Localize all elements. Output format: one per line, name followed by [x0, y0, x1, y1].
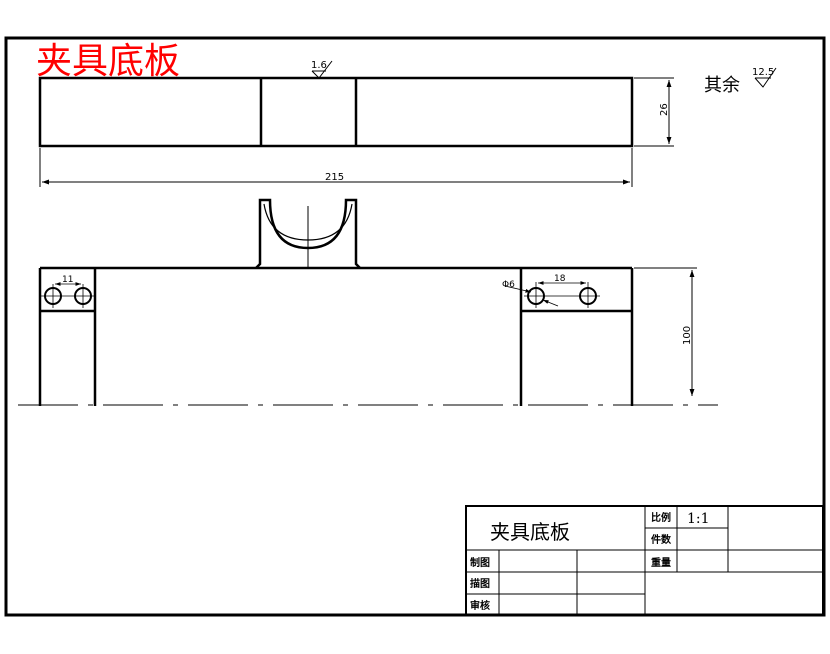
roughness-symbol-top: 1.6 — [311, 60, 333, 79]
dimension-text-215: 215 — [325, 172, 344, 183]
traced-by-label: 描图 — [470, 577, 490, 590]
drawn-by-label: 制图 — [470, 556, 490, 569]
drawing-title: 夹具底板 — [36, 41, 180, 82]
dimension-height-100: 100 — [634, 267, 697, 396]
drawing-border — [4, 36, 826, 617]
other-roughness-value: 12.5 — [752, 67, 774, 78]
dimension-text-26: 26 — [659, 103, 670, 116]
dimension-length-215: 215 — [39, 148, 633, 187]
dimension-text-11: 11 — [62, 275, 73, 285]
weight-label: 重量 — [651, 556, 671, 569]
front-view — [38, 198, 634, 406]
dimension-height-26: 26 — [634, 77, 674, 147]
other-roughness-label: 其余 — [704, 75, 740, 96]
other-roughness-note: 其余 12.5 — [704, 67, 777, 96]
top-view — [38, 76, 634, 148]
quantity-label: 件数 — [651, 533, 672, 546]
hole-diameter-text: Φ6 — [502, 280, 515, 290]
roughness-value-top: 1.6 — [311, 60, 327, 71]
title-block-name: 夹具底板 — [490, 520, 570, 544]
right-hole-pair: 18 Φ6 — [502, 274, 600, 308]
scale-value: 1:1 — [687, 511, 710, 527]
title-block — [465, 505, 824, 616]
dimension-text-100: 100 — [682, 326, 693, 345]
left-hole-pair: 11 — [41, 275, 95, 308]
scale-label: 比例 — [651, 511, 671, 524]
dimension-text-18: 18 — [554, 274, 566, 284]
checked-by-label: 审核 — [470, 599, 490, 612]
